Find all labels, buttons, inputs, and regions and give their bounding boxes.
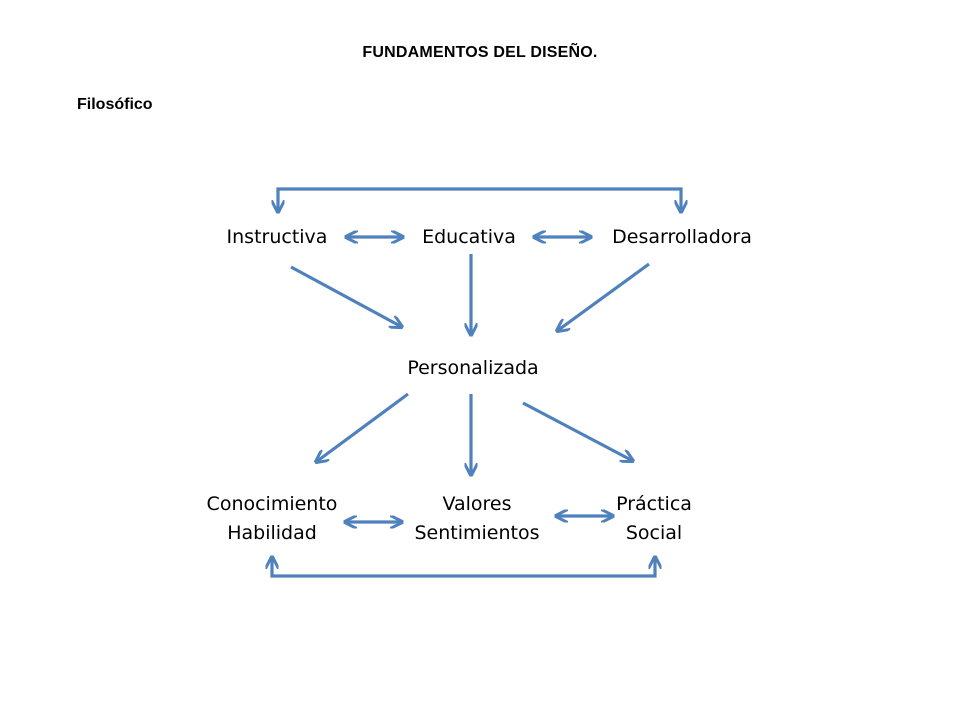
node-valores-line2: Sentimientos <box>414 522 539 544</box>
node-conocimiento-line1: Conocimiento <box>207 493 338 515</box>
arrow-instructiva-desarrolladora-top <box>278 187 681 212</box>
node-practica-line1: Práctica <box>616 493 692 515</box>
node-conocimiento-line2: Habilidad <box>227 522 317 544</box>
node-valores-line1: Valores <box>442 493 511 515</box>
node-educativa: Educativa <box>422 226 516 248</box>
node-practica-line2: Social <box>626 522 682 544</box>
arrow-conocimiento-practica-bottom <box>272 557 655 578</box>
arrow-personalizada-conocimiento <box>316 392 409 462</box>
arrow-desarrolladora-personalizada <box>557 262 650 331</box>
section-label: Filosófico <box>77 96 153 113</box>
arrow-instructiva-personalizada <box>290 265 402 327</box>
node-instructiva: Instructiva <box>227 226 328 248</box>
page-title: FUNDAMENTOS DEL DISEÑO. <box>362 44 598 61</box>
node-desarrolladora: Desarrolladora <box>612 226 752 248</box>
node-personalizada: Personalizada <box>407 357 538 379</box>
arrow-personalizada-practica <box>522 401 633 461</box>
